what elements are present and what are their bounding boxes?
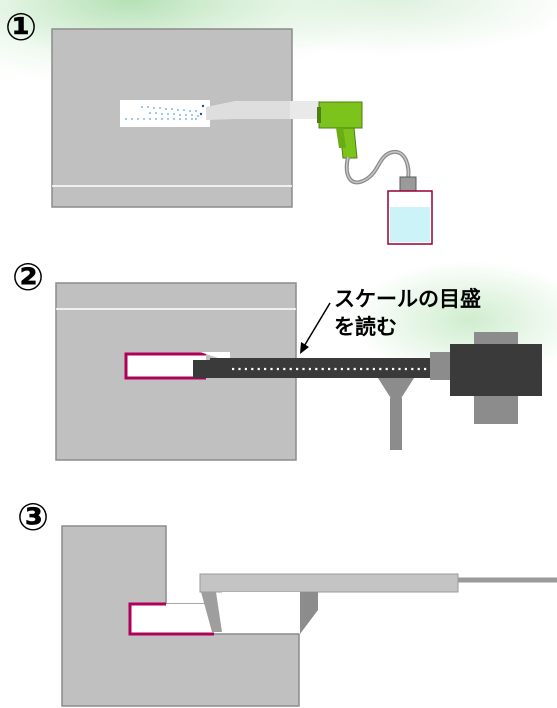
callout-line-1: スケールの目盛 xyxy=(334,287,481,311)
spray-nozzle xyxy=(206,101,320,120)
step-3-number: ③ xyxy=(17,495,49,539)
callout-pointer xyxy=(302,302,331,349)
callout-line-2: を読む xyxy=(334,315,397,339)
spray-droplets xyxy=(125,104,209,120)
scale-stand xyxy=(378,378,414,400)
step-1-group: ① xyxy=(5,5,433,245)
step-2-number: ② xyxy=(12,255,44,299)
depth-scale xyxy=(193,332,542,450)
liquid-bottle xyxy=(387,176,433,245)
callout-arrowhead xyxy=(300,342,309,354)
spray-nozzle-highlight xyxy=(290,101,320,119)
step-3-slot-outline xyxy=(128,602,214,636)
step-2-group: ② スケールの目盛 を読む xyxy=(12,255,542,461)
step-1-number: ① xyxy=(5,5,37,49)
step-2-slot-outline xyxy=(124,352,206,380)
step-2-slot xyxy=(126,354,206,378)
step-3-slot xyxy=(130,604,214,634)
step-3-group: ③ xyxy=(17,495,557,707)
sprayer-hose-highlight xyxy=(346,151,410,184)
sprayer-gun xyxy=(317,101,363,159)
depth-gauge xyxy=(199,573,557,634)
step-1-hole xyxy=(120,100,210,127)
scale-body xyxy=(450,344,542,396)
